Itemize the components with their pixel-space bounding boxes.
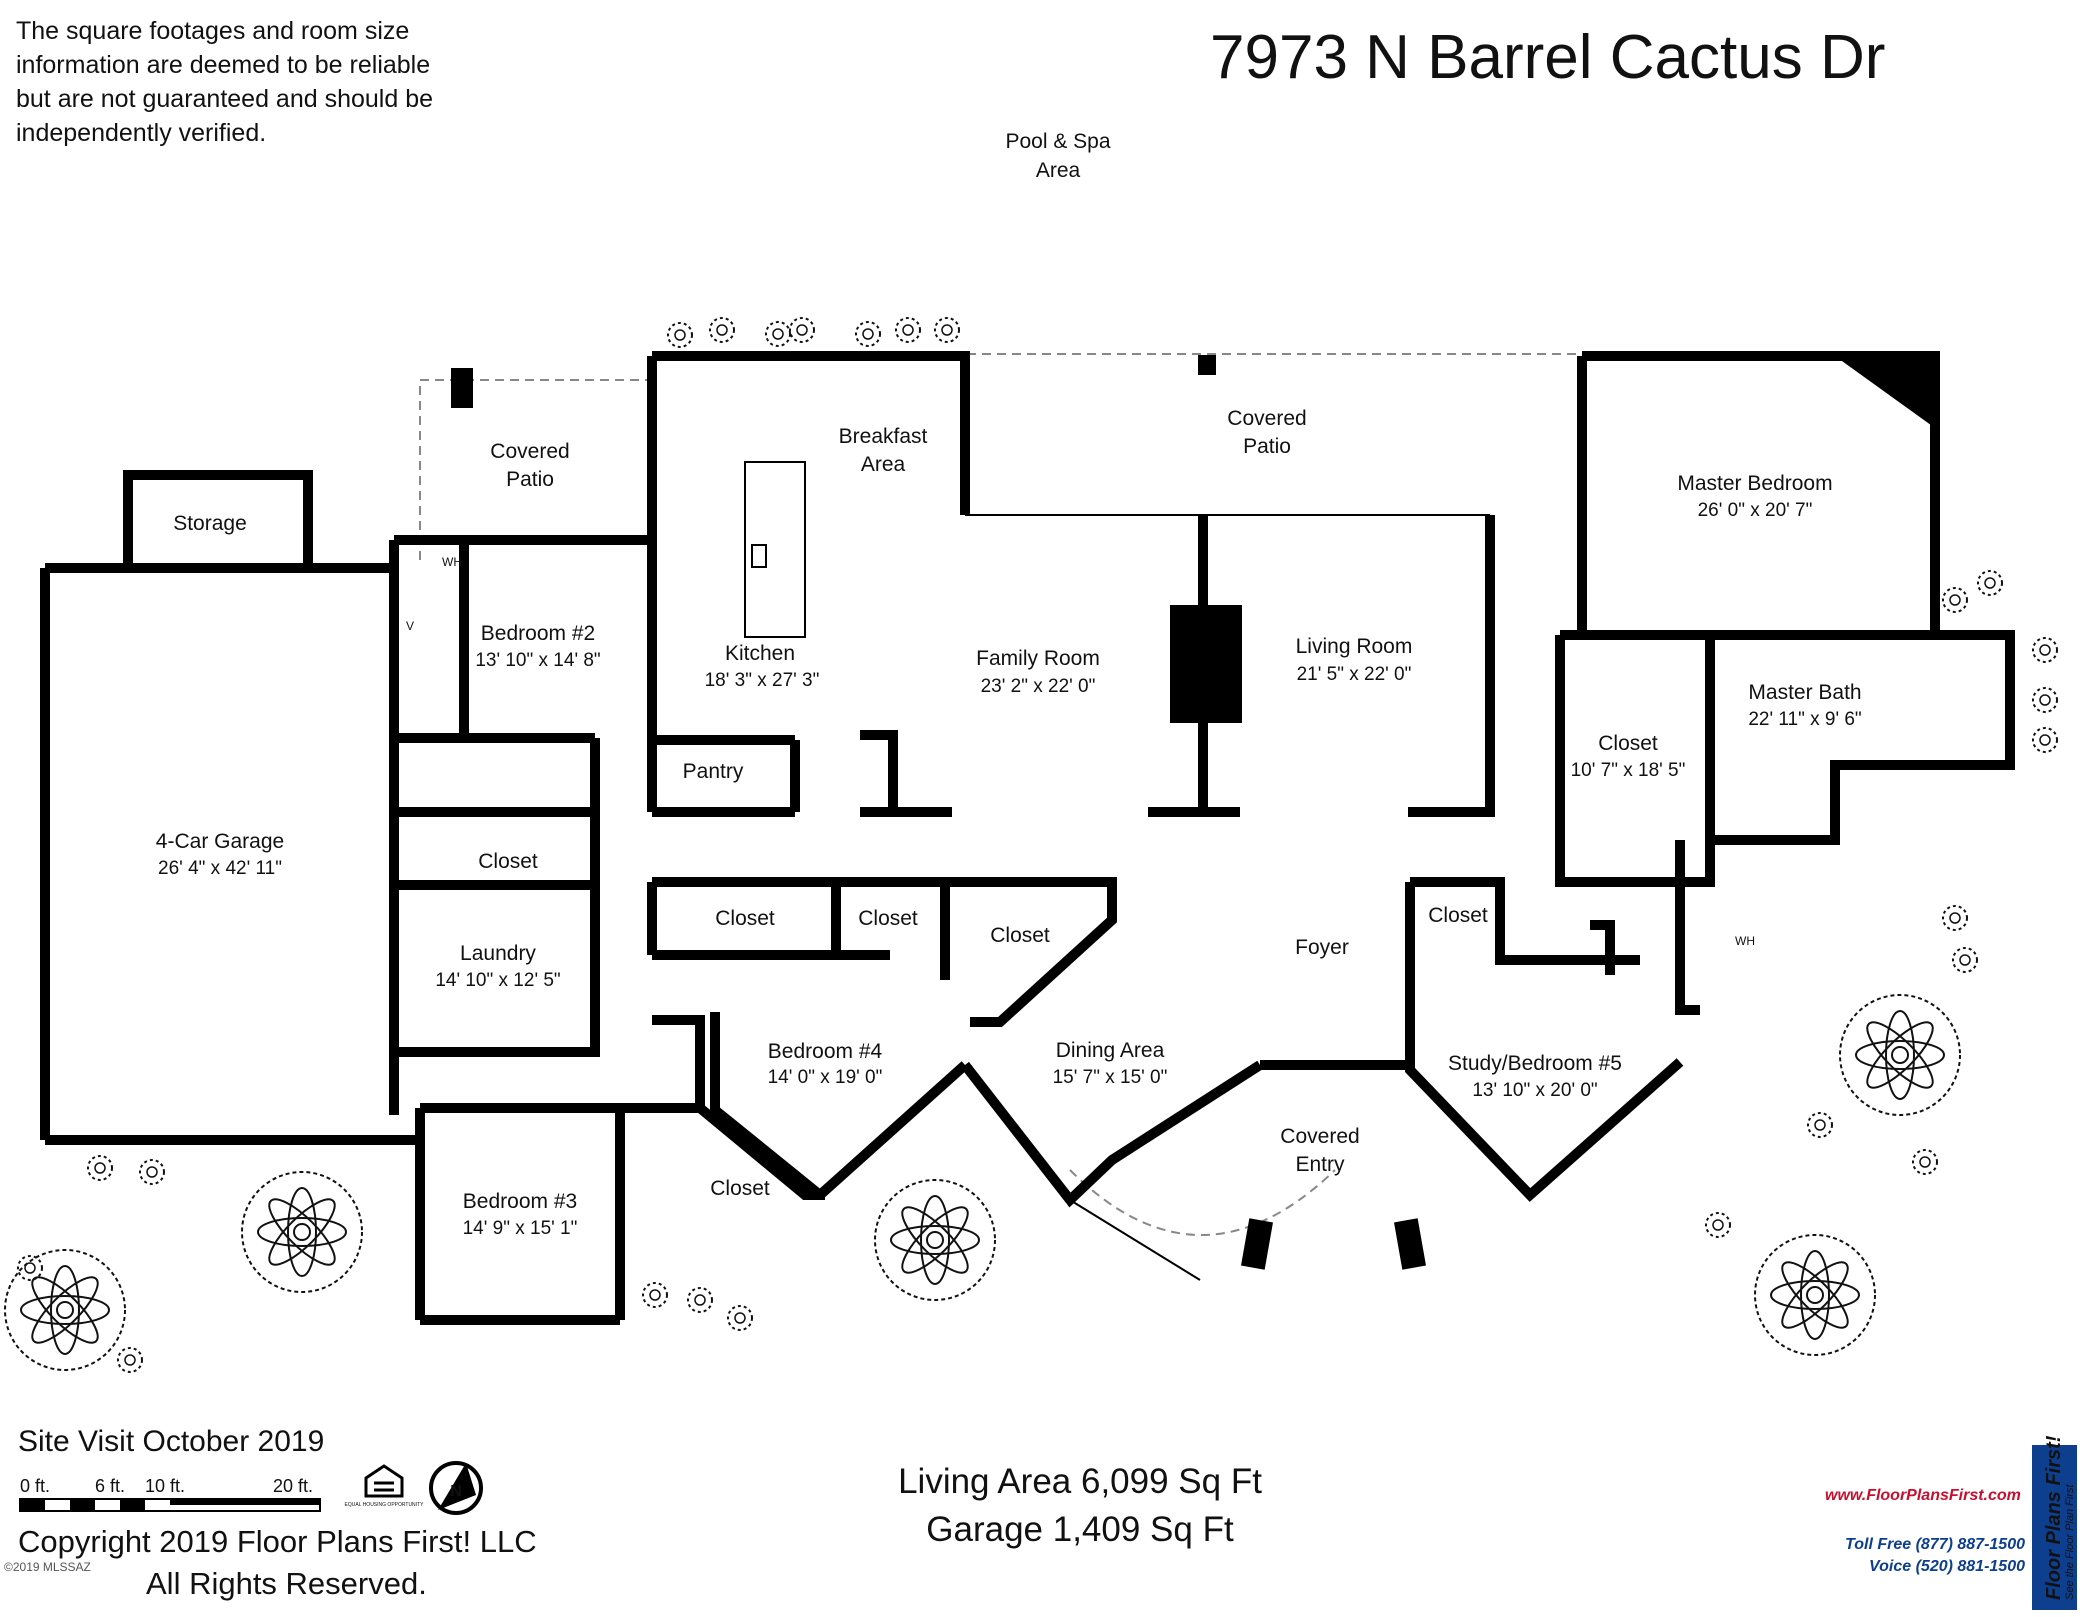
room-family-dims: 23' 2" x 22' 0" [981,676,1096,697]
room-breakfast-2: Area [861,453,906,476]
room-dining-dims: 15' 7" x 15' 0" [1053,1067,1168,1088]
posts [451,355,1935,1270]
room-closet-c: Closet [858,907,918,930]
room-bedroom4-dims: 14' 0" x 19' 0" [768,1067,883,1088]
room-storage: Storage [173,512,247,535]
brand-url[interactable]: www.FloorPlansFirst.com [1825,1487,2021,1504]
room-living: Living Room [1296,635,1413,658]
property-address: 7973 N Barrel Cactus Dr [1210,23,1886,92]
site-visit: Site Visit October 2019 [18,1425,325,1458]
room-master-closet: Closet [1598,732,1658,755]
room-closet-a: Closet [478,850,538,873]
room-master-bath-dims: 22' 11" x 9' 6" [1748,709,1861,730]
covered-entry-2: Entry [1295,1153,1345,1176]
room-dining: Dining Area [1056,1039,1165,1062]
tree-icon [4,994,1961,1371]
covered-patio-left: Covered [490,440,569,463]
copyright: Copyright 2019 Floor Plans First! LLC [18,1524,537,1559]
patio-outlines [419,353,1582,1236]
room-bedroom2: Bedroom #2 [481,622,595,645]
svg-text:N: N [450,1483,462,1500]
room-breakfast: Breakfast [839,425,928,448]
room-family: Family Room [976,647,1100,670]
svg-text:20 ft.: 20 ft. [273,1476,313,1496]
room-laundry-dims: 14' 10" x 12' 5" [435,970,560,991]
room-bedroom4: Bedroom #4 [768,1040,883,1063]
water-heater-label-2: WH [1735,934,1755,948]
svg-text:10 ft.: 10 ft. [145,1476,185,1496]
room-garage-dims: 26' 4" x 42' 11" [158,858,282,879]
brand-phones: Toll Free (877) 887-1500 Voice (520) 881… [1845,1534,2025,1578]
room-bedroom2-dims: 13' 10" x 14' 8" [475,650,600,671]
scale-bar: 0 ft. 6 ft. 10 ft. 20 ft. [19,1476,321,1512]
room-master-bath: Master Bath [1748,681,1861,704]
windows [44,355,1490,1321]
rights-reserved: All Rights Reserved. [146,1566,427,1601]
kitchen-island [744,461,806,638]
room-closet-e: Closet [1428,904,1488,927]
room-kitchen: Kitchen [725,642,795,665]
svg-text:Floor Plans First!: Floor Plans First! [2043,1435,2065,1600]
room-master-bedroom: Master Bedroom [1677,472,1832,495]
north-arrow-icon: N [429,1461,483,1515]
equal-housing-icon: EQUAL HOUSING OPPORTUNITY [345,1464,425,1508]
room-kitchen-dims: 18' 3" x 27' 3" [705,670,820,691]
mls-watermark: ©2019 MLSSAZ [4,1560,91,1574]
pool-label-2: Area [1036,159,1081,182]
room-garage: 4-Car Garage [156,830,284,853]
vent-label: V [406,619,414,633]
covered-patio-top-2: Patio [1243,435,1291,458]
room-study-dims: 13' 10" x 20' 0" [1472,1080,1597,1101]
covered-entry: Covered [1280,1125,1359,1148]
room-closet-d: Closet [990,924,1050,947]
covered-patio-left-2: Patio [506,468,554,491]
room-closet-f: Closet [710,1177,770,1200]
disclaimer: The square footages and room size inform… [16,17,434,147]
area-summary: Living Area 6,099 Sq Ft Garage 1,409 Sq … [860,1458,1300,1554]
room-labels: Pool & Spa Area Covered Patio Covered Pa… [156,130,1862,1239]
covered-patio-top: Covered [1227,407,1306,430]
room-living-dims: 21' 5" x 22' 0" [1297,664,1412,685]
garage-area: Garage 1,409 Sq Ft [926,1510,1234,1549]
room-master-closet-dims: 10' 7" x 18' 5" [1571,760,1686,781]
toll-free: Toll Free (877) 887-1500 [1845,1536,2025,1553]
water-heater-label: WH [442,555,462,569]
living-area: Living Area 6,099 Sq Ft [898,1462,1262,1501]
room-pantry: Pantry [683,760,744,783]
floor-plans-first-logo: Floor Plans First! See the Floor Plan Fi… [2032,1435,2077,1610]
voice-phone: Voice (520) 881-1500 [1869,1558,2025,1575]
svg-text:0 ft.: 0 ft. [20,1476,50,1496]
room-bedroom3-dims: 14' 9" x 15' 1" [463,1218,578,1239]
pool-label: Pool & Spa [1005,130,1110,153]
room-bedroom3: Bedroom #3 [463,1190,577,1213]
room-laundry: Laundry [460,942,536,965]
walls [40,351,2015,1325]
room-foyer: Foyer [1295,936,1349,959]
svg-text:6 ft.: 6 ft. [95,1476,125,1496]
room-study: Study/Bedroom #5 [1448,1052,1622,1075]
svg-text:See the Floor Plan First: See the Floor Plan First [2064,1484,2076,1600]
room-master-bedroom-dims: 26' 0" x 20' 7" [1698,500,1813,521]
room-closet-b: Closet [715,907,775,930]
svg-text:EQUAL HOUSING OPPORTUNITY: EQUAL HOUSING OPPORTUNITY [345,1502,425,1508]
